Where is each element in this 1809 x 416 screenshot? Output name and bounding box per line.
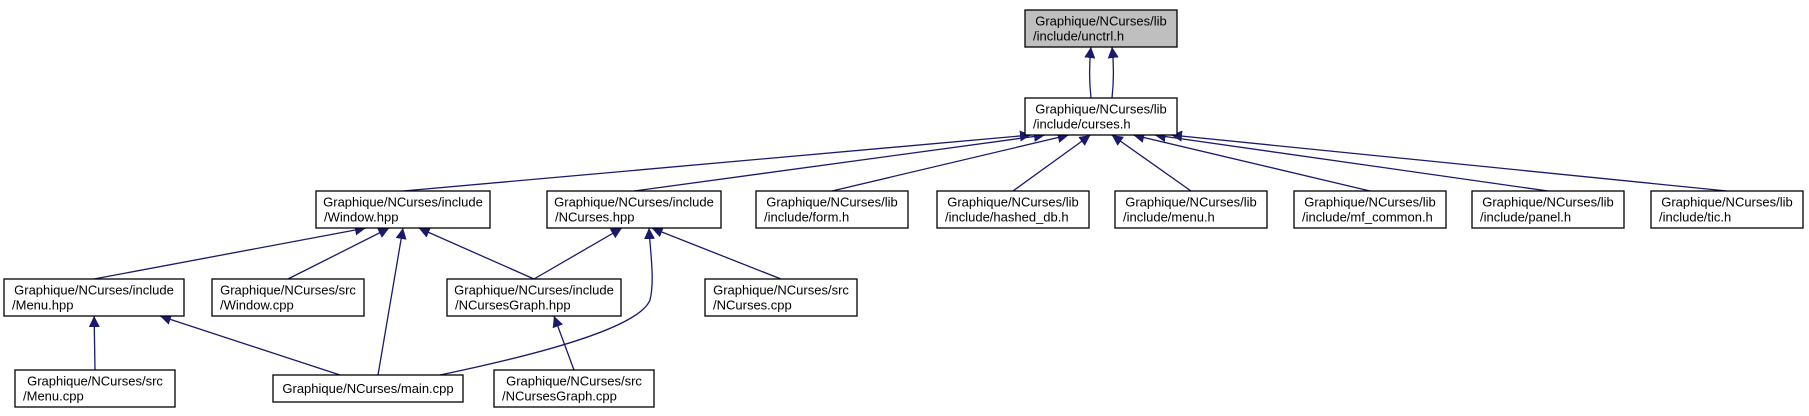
node-label-line: Graphique/NCurses/lib [1125,195,1257,210]
node-ncg-cpp[interactable]: Graphique/NCurses/src/NCursesGraph.cpp [493,369,655,408]
edge-ncg_cpp-to-ncg_hpp [552,315,575,371]
node-box [3,278,185,317]
node-label-line: /Window.hpp [324,210,398,225]
node-box [546,190,722,229]
node-label-line: Graphique/NCurses/src [713,283,849,298]
node-label-line: Graphique/NCurses/main.cpp [282,381,453,396]
node-label-line: /include/form.h [764,210,849,225]
edge-ncurses_cpp-to-ncurses_hpp [651,226,782,280]
node-label-line: Graphique/NCurses/lib [947,195,1079,210]
edge-main_cpp-to-window_hpp [377,227,407,376]
node-label-line: /Menu.cpp [23,389,84,404]
node-label-line: Graphique/NCurses/lib [1035,14,1167,29]
node-label-line: /NCursesGraph.cpp [502,389,617,404]
node-label-line: /include/curses.h [1033,117,1131,132]
edge-ncg_hpp-to-window_hpp [418,227,535,280]
node-label-line: Graphique/NCurses/src [220,283,356,298]
edge-curses-to-unctrl [1084,46,1096,99]
node-box [1650,190,1804,229]
node-label-line: /NCursesGraph.hpp [455,298,571,313]
edge-form-to-curses [831,132,1069,192]
node-box [936,190,1090,229]
edge-ncurses_hpp-to-curses [633,131,1046,192]
node-panel[interactable]: Graphique/NCurses/lib/include/panel.h [1471,190,1625,229]
node-menu-h[interactable]: Graphique/NCurses/lib/include/menu.h [1114,190,1268,229]
edge-menu_h-to-curses [1111,134,1192,192]
node-main-cpp[interactable]: Graphique/NCurses/main.cpp [272,374,464,403]
node-box [1293,190,1447,229]
node-label-line: /include/menu.h [1123,210,1215,225]
node-box [14,369,176,408]
node-label-line: Graphique/NCurses/lib [1035,102,1167,117]
node-box [211,278,365,317]
node-label-line: /include/mf_common.h [1302,210,1433,225]
node-label-line: /Window.cpp [220,298,294,313]
node-label-line: Graphique/NCurses/include [323,195,483,210]
edge-main_cpp-to-menu_hpp [159,314,341,376]
node-label-line: /include/panel.h [1480,210,1571,225]
edge-mf_common-to-curses [1133,132,1371,192]
node-label-line: /NCurses.hpp [555,210,634,225]
node-label-line: Graphique/NCurses/lib [1304,195,1436,210]
node-label-line: Graphique/NCurses/lib [1482,195,1614,210]
node-box [446,278,622,317]
node-box [755,190,909,229]
node-curses[interactable]: Graphique/NCurses/lib/include/curses.h [1024,97,1178,136]
node-box [704,278,858,317]
node-label-line: Graphique/NCurses/src [27,374,163,389]
node-label-line: Graphique/NCurses/lib [766,195,898,210]
node-tic[interactable]: Graphique/NCurses/lib/include/tic.h [1650,190,1804,229]
node-unctrl[interactable]: Graphique/NCurses/lib/include/unctrl.h [1024,9,1178,48]
node-menu-cpp[interactable]: Graphique/NCurses/src/Menu.cpp [14,369,176,408]
node-box [1471,190,1625,229]
edge-menu_cpp-to-menu_hpp [88,315,100,371]
node-box [493,369,655,408]
node-window-hpp[interactable]: Graphique/NCurses/include/Window.hpp [315,190,491,229]
edge-ncg_hpp-to-ncurses_hpp [533,227,623,280]
node-label-line: Graphique/NCurses/lib [1661,195,1793,210]
edge-unctrl-to-curses [1107,46,1119,99]
node-form[interactable]: Graphique/NCurses/lib/include/form.h [755,190,909,229]
edge-hashed_db-to-curses [1012,134,1091,192]
node-box [1114,190,1268,229]
node-hashed-db[interactable]: Graphique/NCurses/lib/include/hashed_db.… [936,190,1090,229]
node-label-line: Graphique/NCurses/src [506,374,642,389]
node-box [272,374,464,403]
node-menu-hpp[interactable]: Graphique/NCurses/include/Menu.hpp [3,278,185,317]
node-mf-common[interactable]: Graphique/NCurses/lib/include/mf_common.… [1293,190,1447,229]
node-ncurses-cpp[interactable]: Graphique/NCurses/src/NCurses.cpp [704,278,858,317]
node-label-line: /include/hashed_db.h [945,210,1069,225]
edge-window_cpp-to-window_hpp [287,227,390,280]
edge-panel-to-curses [1154,131,1549,192]
node-label-line: /include/tic.h [1659,210,1731,225]
node-box [315,190,491,229]
node-box [1024,97,1178,136]
node-label-line: /include/unctrl.h [1033,29,1124,44]
node-window-cpp[interactable]: Graphique/NCurses/src/Window.cpp [211,278,365,317]
node-label-line: Graphique/NCurses/include [14,283,174,298]
edge-tic-to-curses [1170,130,1728,192]
node-label-line: Graphique/NCurses/include [554,195,714,210]
node-ncg-hpp[interactable]: Graphique/NCurses/include/NCursesGraph.h… [446,278,622,317]
node-label-line: /Menu.hpp [12,298,73,313]
node-box [1024,9,1178,48]
node-label-line: Graphique/NCurses/include [454,283,614,298]
node-ncurses-hpp[interactable]: Graphique/NCurses/include/NCurses.hpp [546,190,722,229]
edge-window_hpp-to-curses [402,130,1032,192]
edge-main_cpp-to-ncurses_hpp [439,227,655,376]
edge-menu_hpp-to-window_hpp [93,224,367,280]
node-label-line: /NCurses.cpp [713,298,792,313]
